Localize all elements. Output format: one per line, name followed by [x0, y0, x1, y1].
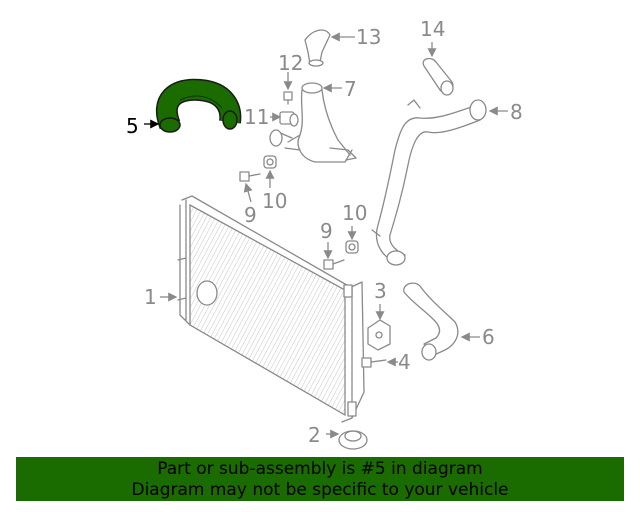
banner-line-2: Diagram may not be specific to your vehi…: [131, 480, 509, 500]
svg-text:8: 8: [510, 100, 523, 124]
svg-text:14: 14: [420, 17, 445, 41]
bolt-part-12: [283, 91, 293, 105]
callout-4: 4: [386, 350, 411, 374]
bolt-part-9-lower: [323, 259, 345, 270]
bracket-part-3: [367, 319, 391, 351]
bolt-part-9-upper: [239, 171, 261, 182]
callout-14: 14: [420, 17, 445, 58]
callout-6: 6: [460, 325, 495, 349]
hose-part-14: [422, 57, 454, 96]
callout-2: 2: [308, 423, 340, 447]
nut-part-10-lower: [345, 240, 359, 254]
callout-7: 7: [322, 77, 357, 101]
sensor-part-11: [279, 111, 299, 127]
svg-text:6: 6: [482, 325, 495, 349]
callout-11: 11: [244, 105, 282, 129]
banner-line-1: Part or sub-assembly is #5 in diagram: [157, 459, 483, 479]
svg-text:5: 5: [126, 114, 139, 138]
callout-10-upper: 10: [262, 169, 287, 213]
hose-part-5[interactable]: [155, 78, 242, 133]
callout-13: 13: [330, 25, 381, 49]
svg-text:1: 1: [144, 285, 157, 309]
callout-1: 1: [144, 285, 178, 309]
svg-text:3: 3: [374, 279, 387, 303]
hose-part-6: [403, 282, 459, 361]
svg-text:7: 7: [344, 77, 357, 101]
svg-text:9: 9: [320, 219, 333, 243]
bolt-part-4: [361, 357, 387, 368]
cap-part-2: [338, 430, 368, 450]
svg-text:11: 11: [244, 105, 269, 129]
callout-9-upper: 9: [243, 182, 257, 227]
info-banner: Part or sub-assembly is #5 in diagram Di…: [16, 457, 624, 501]
callout-12: 12: [278, 51, 303, 91]
svg-text:10: 10: [342, 201, 367, 225]
svg-text:9: 9: [244, 203, 257, 227]
callout-10-lower: 10: [342, 201, 367, 241]
intake-pipe-part-7: [269, 82, 357, 163]
svg-text:13: 13: [356, 25, 381, 49]
callout-9-lower: 9: [320, 219, 333, 260]
callout-5: 5: [126, 114, 160, 138]
callout-3: 3: [374, 279, 387, 321]
svg-text:12: 12: [278, 51, 303, 75]
callout-8: 8: [488, 100, 523, 124]
svg-text:10: 10: [262, 189, 287, 213]
nut-part-10-upper: [263, 155, 277, 169]
svg-text:2: 2: [308, 423, 321, 447]
intercooler-part-1: [177, 195, 365, 423]
svg-text:4: 4: [398, 350, 411, 374]
outlet-pipe-part-8: [371, 99, 487, 266]
hose-part-13: [304, 29, 331, 67]
